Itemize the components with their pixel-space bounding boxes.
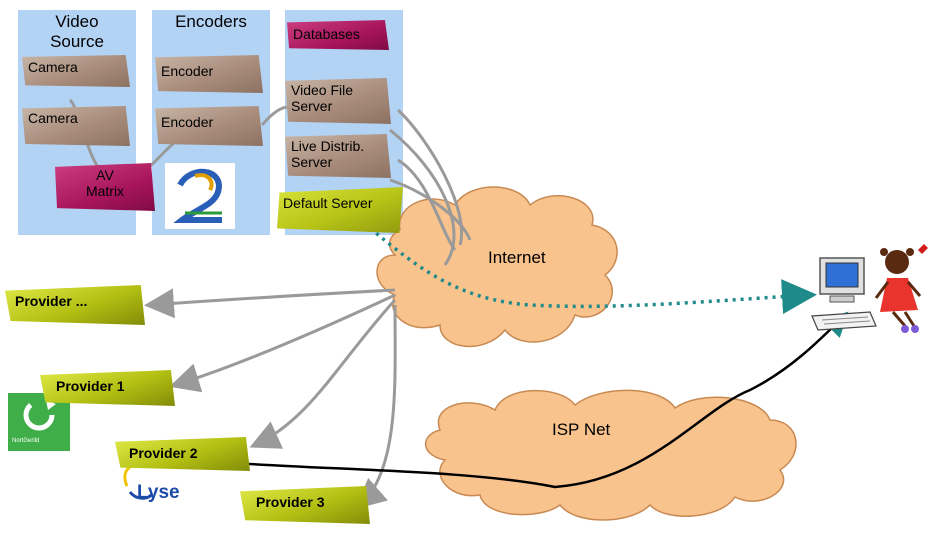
link-internet-provider-1 <box>169 293 396 393</box>
encoders-title: Encoders <box>175 12 247 31</box>
client-computer-icon <box>811 257 877 331</box>
internet-label: Internet <box>488 248 546 267</box>
provider-1-box: Provider 1 <box>40 370 175 406</box>
video-source-title-line2: Source <box>50 32 104 51</box>
link-internet-provider-2 <box>249 298 397 449</box>
isp-cloud <box>424 389 797 521</box>
video-source-title-line1: Video <box>55 12 99 31</box>
av-matrix-box: AV Matrix <box>55 163 155 211</box>
live-distrib-server-line1: Live Distrib. <box>291 138 365 154</box>
av-matrix-line2: Matrix <box>85 183 125 199</box>
isp-path <box>234 311 849 489</box>
video-file-server-line2: Server <box>291 98 333 114</box>
provider-3-box: Provider 3 <box>240 486 370 524</box>
default-server-box: Default Server <box>277 187 403 233</box>
link-live-internet-1 <box>397 158 457 251</box>
isp-net-label: ISP Net <box>552 420 611 439</box>
video-file-server-box: Video File Server <box>285 78 391 124</box>
link-fileserver-internet <box>396 108 463 246</box>
provider-2-box: Provider 2 <box>115 437 250 471</box>
databases-box: Databases <box>287 20 389 50</box>
live-distrib-server-box: Live Distrib. Server <box>285 134 391 178</box>
encoder-box-2: Encoder <box>155 106 263 146</box>
link-internet-provider-3 <box>355 304 397 509</box>
viewer-person-icon <box>874 244 928 333</box>
live-distrib-server-line2: Server <box>291 154 333 170</box>
camera-box-1: Camera <box>22 55 130 87</box>
camera-box-2: Camera <box>22 106 130 146</box>
provider-dots-box: Provider ... <box>5 285 145 325</box>
link-default-internet <box>389 128 456 266</box>
nortgerild-logo-text: NortGerild <box>12 438 40 444</box>
av-matrix-line1: AV <box>96 167 114 183</box>
link-internet-provider-dots <box>144 288 396 319</box>
link-live-internet-2 <box>389 178 472 241</box>
video-file-server-line1: Video File <box>291 82 354 98</box>
tv2-logo <box>165 163 235 229</box>
lyse-logo-text: Lyse <box>137 482 180 503</box>
encoder-box-1: Encoder <box>155 55 263 93</box>
